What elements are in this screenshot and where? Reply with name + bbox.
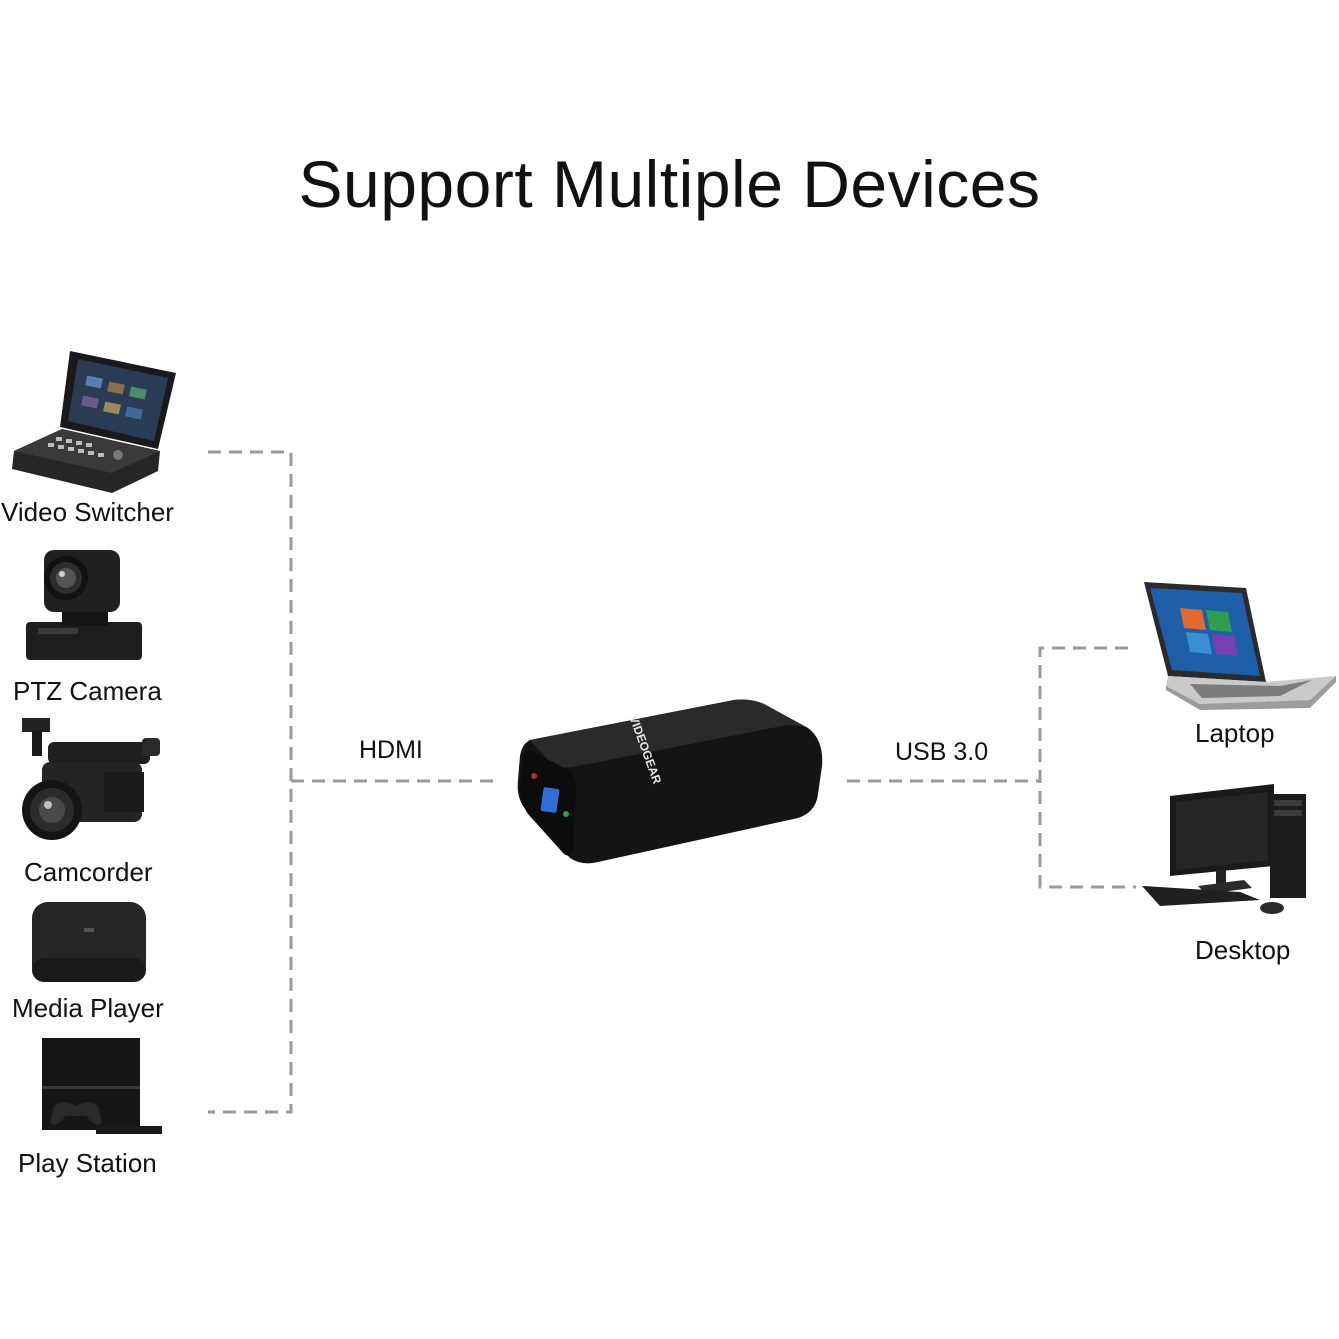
device-label-desktop: Desktop <box>1195 935 1291 965</box>
ptz-camera-icon <box>26 550 142 660</box>
play-station-icon <box>42 1038 162 1134</box>
device-label-media-player: Media Player <box>12 993 164 1023</box>
device-label-video-switcher: Video Switcher <box>1 497 174 527</box>
video-switcher-icon <box>12 351 176 493</box>
camcorder-icon <box>22 718 160 840</box>
laptop-icon <box>1144 582 1336 710</box>
device-label-laptop: Laptop <box>1195 718 1275 748</box>
device-label-camcorder: Camcorder <box>24 857 153 887</box>
device-label-play-station: Play Station <box>18 1148 157 1178</box>
page-title: Support Multiple Devices <box>298 147 1041 221</box>
capture-card-icon: VIDEOGEAR <box>517 699 823 864</box>
device-label-ptz-camera: PTZ Camera <box>13 676 162 706</box>
input-bracket-line <box>208 450 293 1114</box>
hdmi-label: HDMI <box>359 736 423 764</box>
media-player-icon <box>32 902 146 982</box>
output-bracket-line <box>1038 646 1136 889</box>
desktop-icon <box>1142 784 1306 914</box>
usb-label: USB 3.0 <box>895 738 989 766</box>
